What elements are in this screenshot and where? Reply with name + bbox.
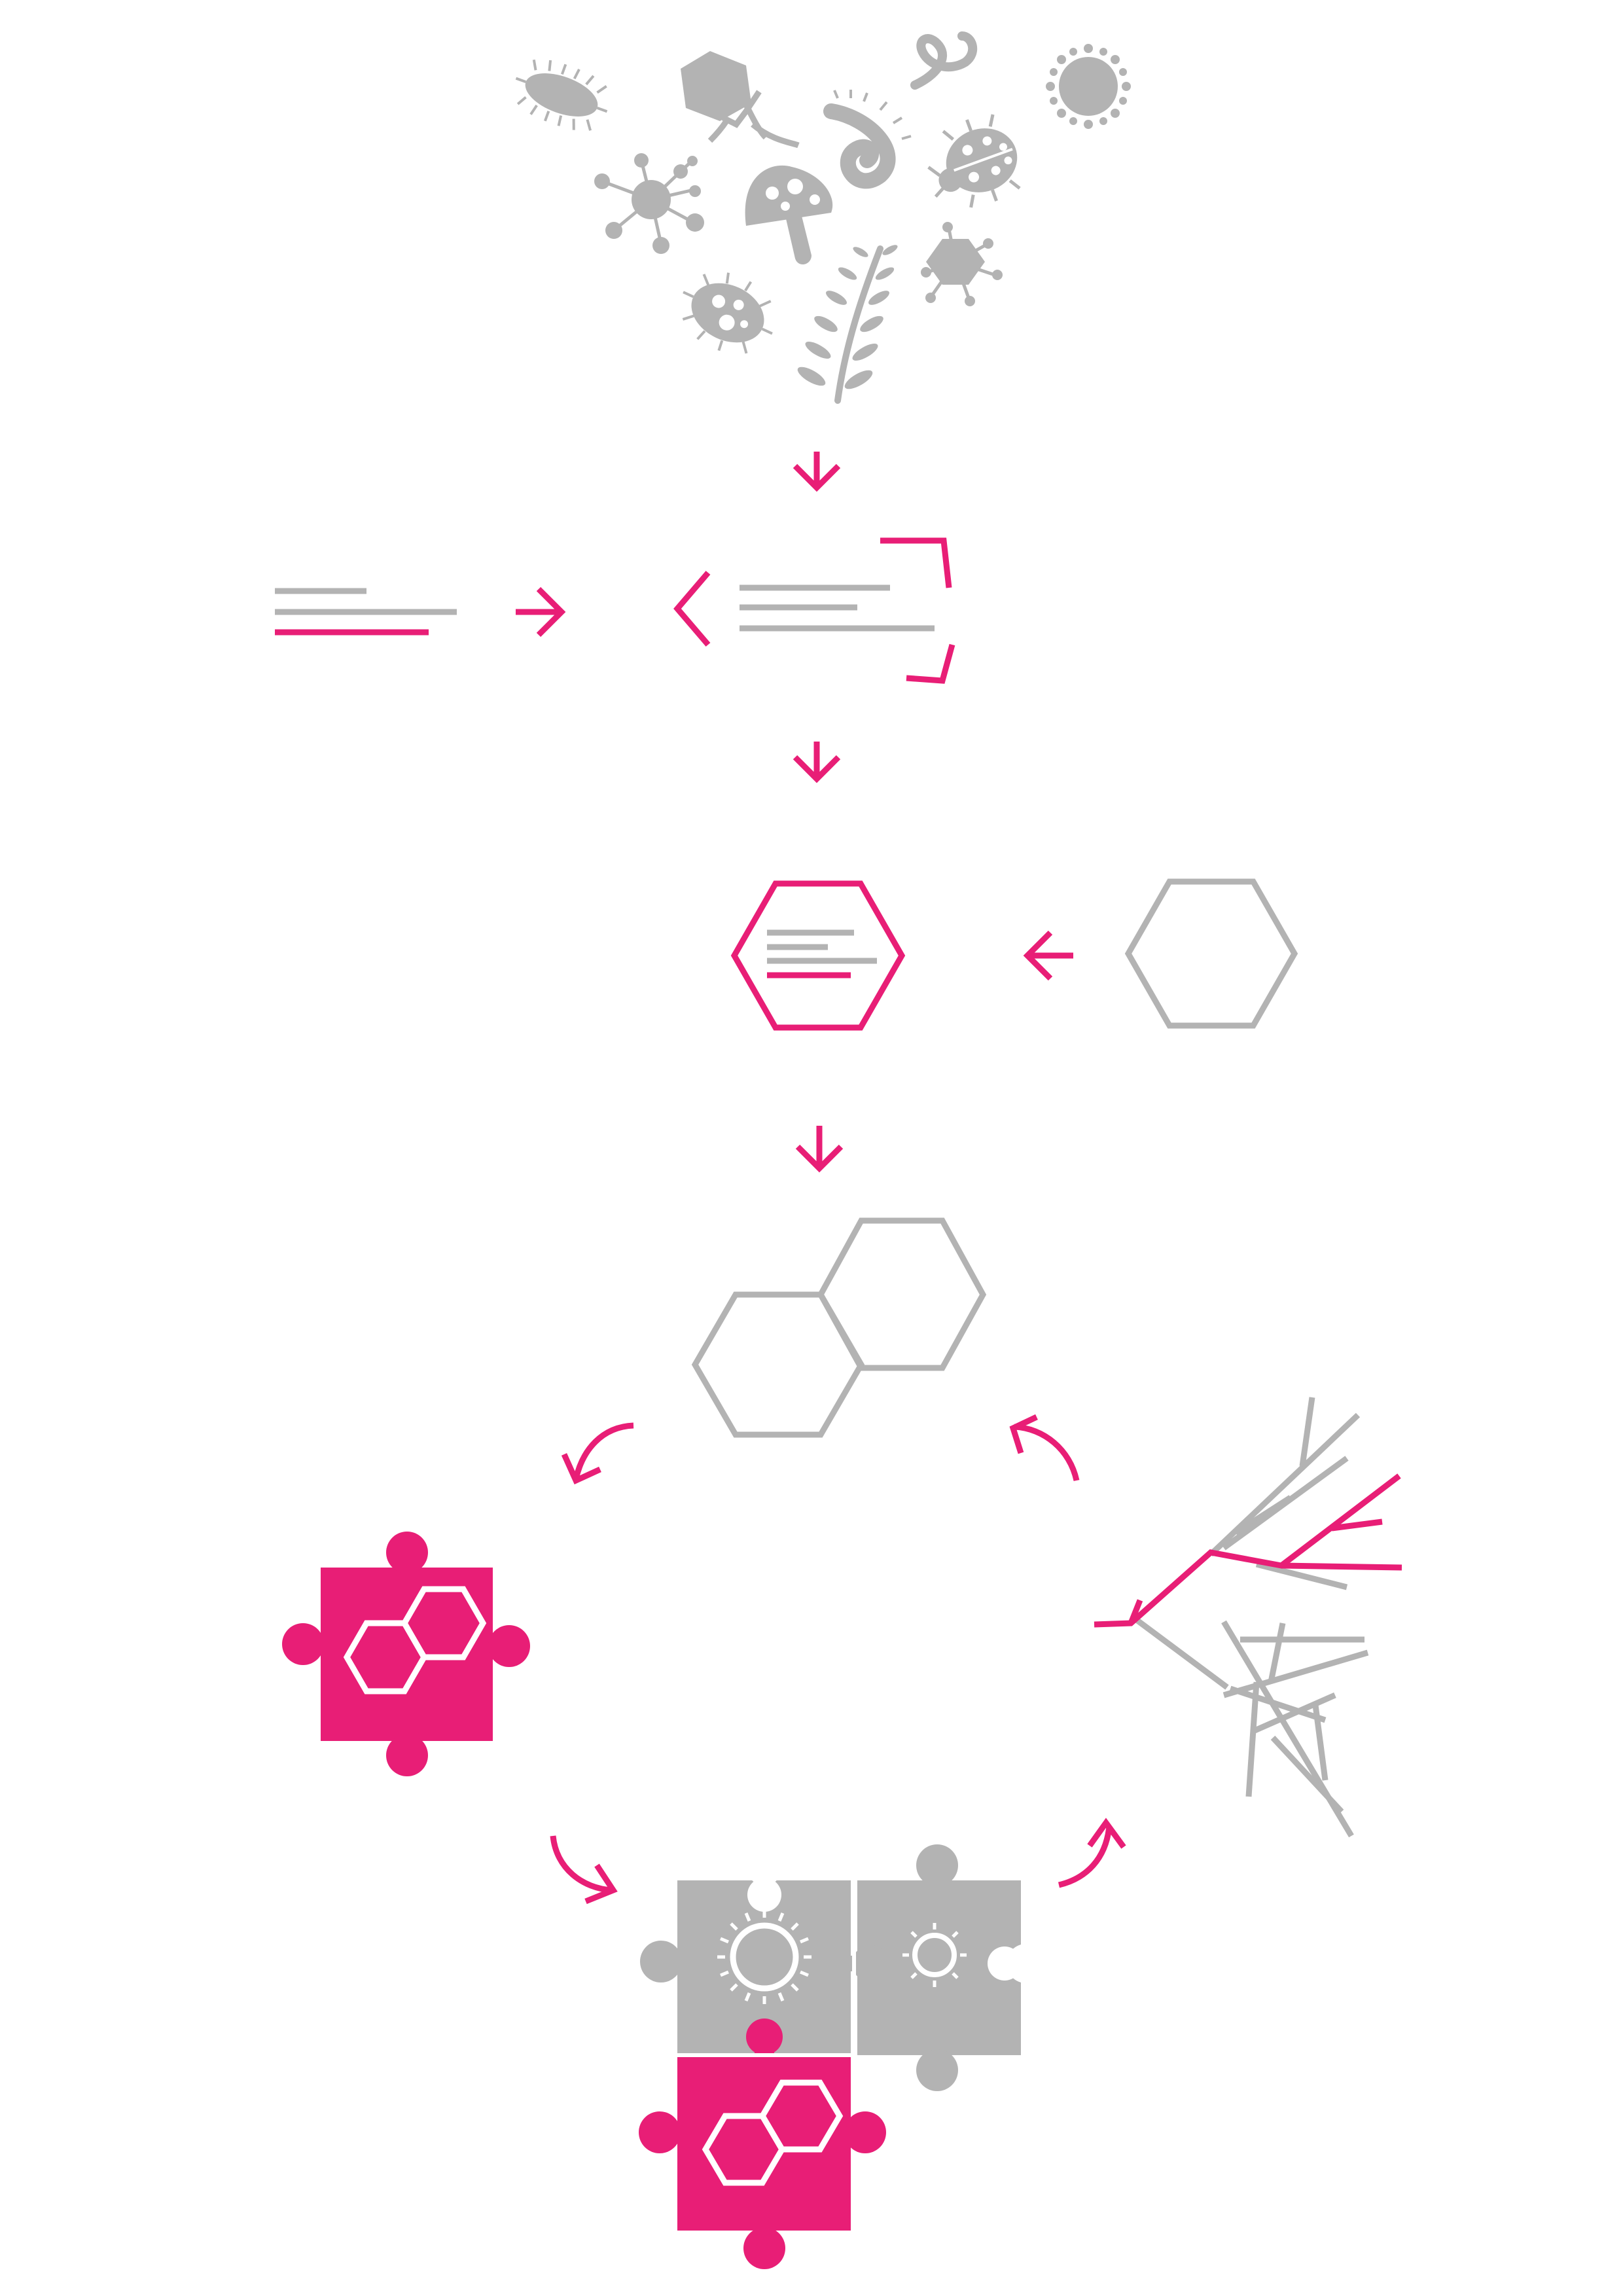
phylogenetic-tree-icon: [1094, 1397, 1402, 1838]
molecule-icon: [594, 153, 704, 254]
mushroom-icon: [745, 165, 833, 265]
bacillus-icon: [515, 59, 608, 131]
curved-arrow-icon: [1058, 1818, 1126, 1888]
hexagon-virus-icon: [921, 222, 1003, 306]
arrow-down-icon: [795, 1126, 844, 1173]
fern-icon: [797, 245, 898, 404]
curved-arrow-icon: [561, 1422, 634, 1484]
virus-ball-icon: [1046, 44, 1131, 129]
curved-arrow-icon: [1009, 1414, 1080, 1482]
gear-icon: [902, 1923, 967, 1987]
empty-hexagon-icon: [1124, 878, 1298, 1029]
arrow-right-icon: [516, 586, 566, 637]
gear-puzzle-cluster-icon: [639, 1844, 1046, 2269]
double-hexagon-icon: [691, 1217, 987, 1438]
curl-worm-icon: [823, 90, 912, 189]
dna-reads-icon: [275, 588, 457, 636]
microbe-icon: [682, 272, 773, 354]
worm-icon: [910, 31, 978, 90]
genome-assembly-icon: [673, 537, 955, 684]
gear-icon: [717, 1910, 812, 2004]
annotated-gene-hexagon-icon: [730, 880, 906, 1031]
organisms-cluster: [515, 31, 1131, 404]
ladybug-icon: [927, 114, 1021, 208]
phage-icon: [681, 51, 800, 149]
curved-arrow-icon: [550, 1835, 618, 1905]
arrow-left-icon: [1023, 930, 1073, 981]
pink-puzzle-piece-icon: [282, 1532, 530, 1776]
arrow-down-icon: [793, 742, 841, 783]
arrow-down-icon: [793, 452, 841, 492]
